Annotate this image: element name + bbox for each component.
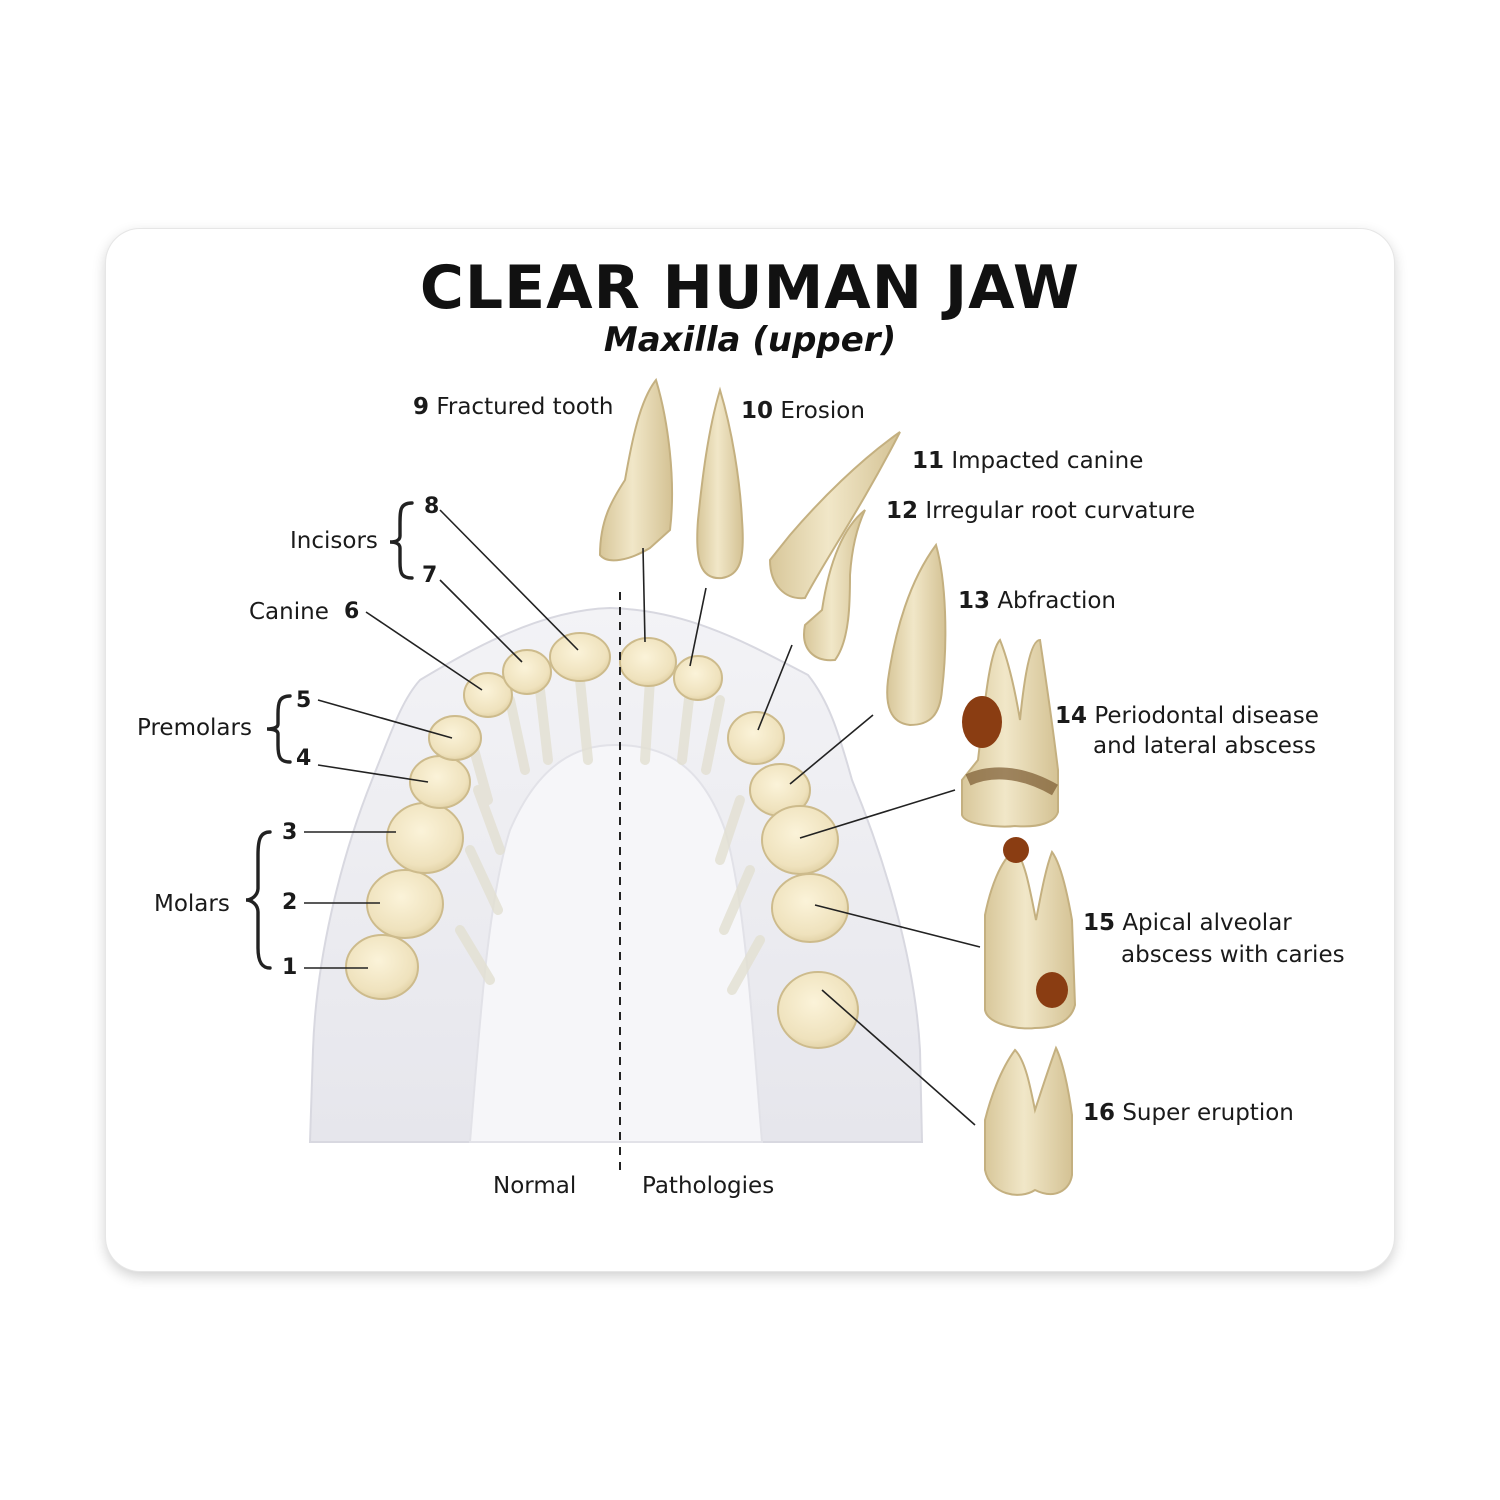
tooth-number-1: 1 xyxy=(282,955,298,980)
leader-lines xyxy=(304,509,981,1126)
tooth-number-7: 7 xyxy=(422,563,438,588)
pathology-10: 10 Erosion xyxy=(741,398,865,424)
pathology-11: 11 Impacted canine xyxy=(912,448,1144,474)
molars-brace xyxy=(245,830,272,970)
tooth-incisor-7 xyxy=(502,649,552,695)
side-label-normal: Normal xyxy=(493,1173,577,1199)
jaw-roots xyxy=(455,675,765,995)
label-incisors: Incisors xyxy=(290,528,378,554)
tooth-number-2: 2 xyxy=(282,890,298,915)
side-label-pathologies: Pathologies xyxy=(642,1173,775,1199)
tooth-molar-3 xyxy=(386,802,464,874)
tooth-canine-6 xyxy=(463,672,513,718)
apical-lesion-15 xyxy=(1003,837,1029,863)
pathology-15-line2: abscess with caries xyxy=(1121,942,1345,968)
tooth-number-6: 6 xyxy=(344,599,360,624)
tooth-number-8: 8 xyxy=(424,494,440,519)
pathology-16: 16 Super eruption xyxy=(1083,1100,1294,1126)
tooth-number-4: 4 xyxy=(296,746,312,771)
palate xyxy=(468,743,764,1143)
normal-teeth xyxy=(345,632,611,1000)
pathology-13: 13 Abfraction xyxy=(958,588,1117,614)
tooth-molar-1 xyxy=(345,934,419,1000)
label-molars: Molars xyxy=(154,891,230,917)
caries-15 xyxy=(1036,972,1068,1008)
specimen-13-abfraction xyxy=(886,542,947,727)
tooth-premolar-5 xyxy=(428,715,482,761)
label-canine: Canine xyxy=(249,599,329,625)
jaw-pathology-teeth xyxy=(619,637,859,1049)
tooth-molar-2 xyxy=(366,869,444,939)
page-title: CLEAR HUMAN JAW xyxy=(419,253,1081,323)
specimen-9-fractured xyxy=(598,377,674,562)
premolars-brace xyxy=(266,694,292,764)
specimen-12-irregular-root xyxy=(803,509,866,662)
pathology-15: 15 Apical alveolar xyxy=(1083,910,1292,936)
specimen-16-super-eruption xyxy=(984,1045,1073,1196)
tooth-number-3: 3 xyxy=(282,820,298,845)
label-premolars: Premolars xyxy=(137,715,252,741)
tooth-premolar-4 xyxy=(409,755,471,809)
group-braces xyxy=(245,501,414,970)
tooth-number-5: 5 xyxy=(296,688,312,713)
pathology-14-line2: and lateral abscess xyxy=(1093,733,1316,759)
tooth-incisor-8 xyxy=(549,632,611,682)
incisors-brace xyxy=(389,501,414,580)
abscess-14 xyxy=(962,696,1002,748)
pathology-9: 9 Fractured tooth xyxy=(413,394,614,420)
specimen-10-erosion xyxy=(696,386,744,580)
pathology-14: 14 Periodontal disease xyxy=(1055,703,1319,729)
pathology-12: 12 Irregular root curvature xyxy=(886,498,1196,524)
pathology-specimens xyxy=(598,377,1077,1196)
page-subtitle: Maxilla (upper) xyxy=(603,320,897,360)
specimen-11-impacted xyxy=(768,431,901,600)
